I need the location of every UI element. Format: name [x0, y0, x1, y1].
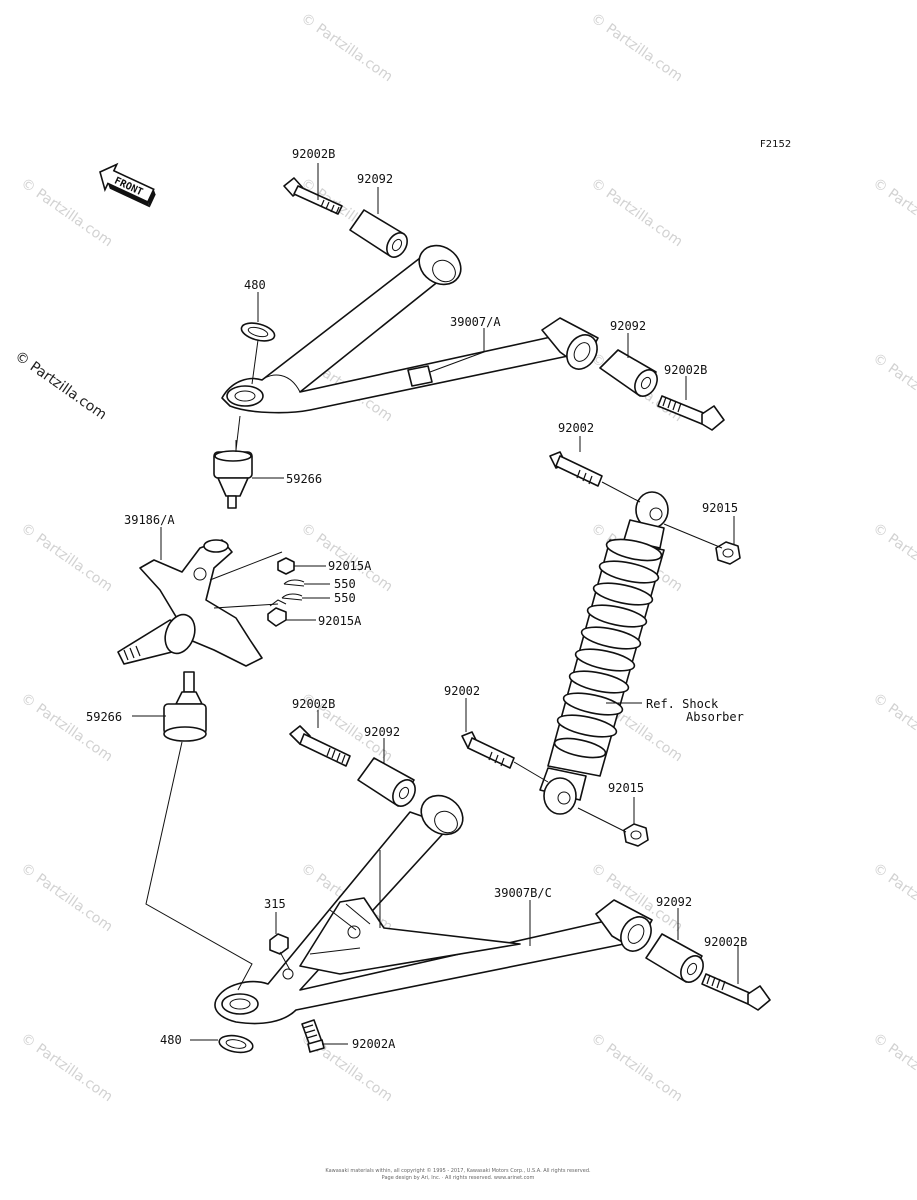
label-92015-upper[interactable]: 92015 [702, 501, 738, 515]
washer-480-top [240, 322, 276, 342]
watermark: © Partzilla.com [588, 175, 686, 250]
label-92002b-top-right[interactable]: 92002B [664, 363, 707, 377]
label-92092-top-left[interactable]: 92092 [357, 172, 393, 186]
ball-joint-59266-upper [213, 450, 253, 509]
label-480-bottom[interactable]: 480 [160, 1033, 182, 1047]
knuckle-39186a [117, 539, 283, 667]
watermark-main: © Partzilla.com [12, 348, 110, 423]
nut-315 [269, 933, 289, 955]
bolt-92002b-bottom-right [701, 973, 771, 1011]
label-39186a[interactable]: 39186/A [124, 513, 175, 527]
cotter-pin-550-2 [281, 593, 303, 601]
label-92092-mid-left[interactable]: 92092 [364, 725, 400, 739]
label-92002b-bottom-right[interactable]: 92002B [704, 935, 747, 949]
watermark: © Partzilla.com [18, 860, 116, 935]
cotter-pin-550-1 [283, 579, 305, 587]
label-92092-bottom-right[interactable]: 92092 [656, 895, 692, 909]
spring-coils [553, 538, 663, 759]
leader-lines [132, 163, 739, 1045]
watermark: © Partzilla.com [18, 520, 116, 595]
ball-joint-59266-lower [163, 671, 207, 742]
watermark: © Partzilla.com [870, 175, 917, 250]
label-550-2[interactable]: 550 [334, 591, 356, 605]
footer-copyright: Kawasaki materials within, all copyright… [325, 1167, 591, 1174]
label-480-top[interactable]: 480 [244, 278, 266, 292]
label-39007a[interactable]: 39007/A [450, 315, 501, 329]
bushing-92092-top-right [599, 349, 658, 397]
label-92015a-upper[interactable]: 92015A [328, 559, 372, 573]
reference-shock-line1: Ref. Shock [646, 697, 719, 711]
watermark: © Partzilla.com [870, 690, 917, 765]
watermark: © Partzilla.com [18, 175, 116, 250]
watermark: © Partzilla.com [870, 350, 917, 425]
shock-absorber [461, 451, 669, 815]
label-92002b-mid-left[interactable]: 92002B [292, 697, 335, 711]
bushing-92092-top-left [349, 209, 408, 258]
nut-92015-upper [715, 541, 741, 565]
watermark: © Partzilla.com [870, 520, 917, 595]
washer-480-bottom [218, 1034, 254, 1054]
part-labels: 92002B 92092 480 39007/A 92092 92002B 59… [86, 147, 747, 1051]
label-92015a-lower[interactable]: 92015A [318, 614, 362, 628]
bolt-92002b-top-right [657, 395, 725, 431]
label-550-1[interactable]: 550 [334, 577, 356, 591]
reference-shock-line2: Absorber [686, 710, 744, 724]
bolt-92002a [301, 1019, 325, 1053]
watermark: © Partzilla.com [588, 1030, 686, 1105]
nut-92015-lower [623, 823, 649, 847]
label-92015-lower[interactable]: 92015 [608, 781, 644, 795]
watermark: © Partzilla.com [588, 10, 686, 85]
upper-arm-39007a [221, 244, 599, 414]
watermark: © Partzilla.com [18, 1030, 116, 1105]
footer-design: Page design by Ari, Inc. · All rights re… [382, 1175, 535, 1181]
lower-arm-39007bc [214, 794, 653, 1025]
bolt-92002b-mid-left [289, 725, 351, 767]
nut-92015a-upper [277, 557, 295, 575]
watermark: © Partzilla.com [18, 690, 116, 765]
label-39007bc[interactable]: 39007B/C [494, 886, 552, 900]
label-315[interactable]: 315 [264, 897, 286, 911]
bushing-92092-bottom-right [645, 933, 704, 983]
label-92002-lower[interactable]: 92002 [444, 684, 480, 698]
watermark: © Partzilla.com [298, 10, 396, 85]
label-59266-lower[interactable]: 59266 [86, 710, 122, 724]
bushing-92092-mid-left [357, 757, 416, 807]
label-92002a[interactable]: 92002A [352, 1037, 396, 1051]
label-59266-upper[interactable]: 59266 [286, 472, 322, 486]
label-92002-upper[interactable]: 92002 [558, 421, 594, 435]
watermark: © Partzilla.com [870, 860, 917, 935]
figure-code: F2152 [760, 139, 791, 150]
label-92002b-top-left[interactable]: 92002B [292, 147, 335, 161]
front-arrow-icon: FRONT [99, 162, 156, 208]
label-92092-top-right[interactable]: 92092 [610, 319, 646, 333]
watermark: © Partzilla.com [870, 1030, 917, 1105]
